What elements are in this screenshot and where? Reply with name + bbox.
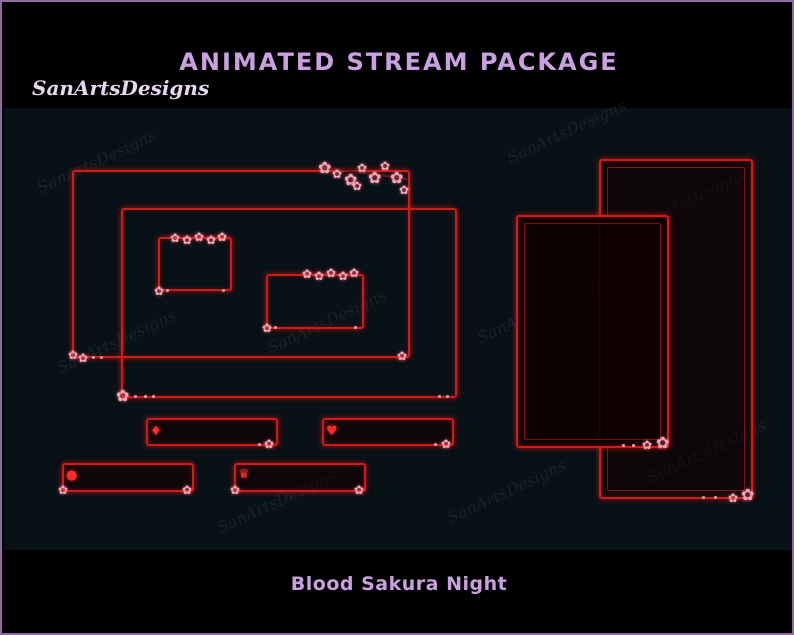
petal-dot (222, 289, 225, 292)
crown-icon: ♛ (238, 467, 250, 482)
alert-bar-4 (234, 463, 366, 492)
petal-dot (134, 395, 137, 398)
petal-dot (438, 395, 441, 398)
sakura-flower-icon: ✿ (68, 348, 79, 362)
sakura-flower-icon: ✿ (116, 386, 130, 405)
footer-band (4, 550, 792, 633)
petal-dot (702, 496, 705, 499)
sakura-flower-icon: ✿ (642, 438, 653, 452)
sakura-flower-icon: ✿ (332, 167, 343, 181)
petal-dot (632, 444, 635, 447)
webcam-frame-small (158, 237, 232, 291)
starting-screen-frame (72, 170, 410, 358)
sakura-flower-icon: ✿ (78, 351, 89, 365)
sakura-flower-icon: ✿ (728, 491, 739, 505)
petal-dot (100, 356, 103, 359)
sakura-flower-icon: ✿ (206, 233, 217, 247)
petal-dot (622, 444, 625, 447)
diamond-icon: ♦ (150, 424, 162, 439)
package-title: ANIMATED STREAM PACKAGE (179, 48, 619, 76)
webcam-frame-medium (266, 274, 364, 329)
petal-dot (144, 395, 147, 398)
circle-icon: ● (66, 468, 78, 483)
sakura-flower-icon: ✿ (390, 168, 404, 187)
alert-bar-1 (146, 418, 278, 446)
main-screen-frame (121, 208, 457, 398)
sakura-flower-icon: ✿ (338, 269, 349, 283)
sakura-flower-icon: ✿ (741, 485, 755, 504)
sakura-flower-icon: ✿ (399, 183, 410, 197)
sakura-flower-icon: ✿ (380, 159, 391, 173)
heart-icon: ♥ (326, 424, 338, 439)
petal-dot (446, 395, 449, 398)
sakura-flower-icon: ✿ (182, 233, 193, 247)
sakura-flower-icon: ✿ (230, 483, 241, 497)
sakura-flower-icon: ✿ (344, 170, 358, 189)
sakura-flower-icon: ✿ (170, 231, 181, 245)
petal-dot (714, 496, 717, 499)
sakura-flower-icon: ✿ (441, 437, 452, 451)
petal-dot (274, 326, 277, 329)
sakura-flower-icon: ✿ (217, 230, 228, 244)
sakura-flower-icon: ✿ (397, 349, 408, 363)
sakura-flower-icon: ✿ (352, 179, 363, 193)
petal-dot (354, 326, 357, 329)
sakura-flower-icon: ✿ (302, 267, 313, 281)
sakura-flower-icon: ✿ (58, 483, 69, 497)
petal-dot (92, 356, 95, 359)
sakura-flower-icon: ✿ (154, 284, 165, 298)
brand-logo: SanArtsDesigns (32, 76, 210, 100)
sakura-flower-icon: ✿ (264, 437, 275, 451)
alert-bar-2 (322, 418, 454, 446)
sakura-flower-icon: ✿ (182, 483, 193, 497)
sakura-flower-icon: ✿ (349, 266, 360, 280)
sakura-flower-icon: ✿ (194, 230, 205, 244)
petal-dot (152, 395, 155, 398)
alert-bar-3 (62, 463, 194, 492)
petal-dot (166, 289, 169, 292)
sakura-flower-icon: ✿ (314, 269, 325, 283)
sakura-flower-icon: ✿ (262, 321, 273, 335)
sakura-flower-icon: ✿ (326, 266, 337, 280)
vertical-frame-front (516, 215, 669, 448)
petal-dot (434, 443, 437, 446)
sakura-flower-icon: ✿ (354, 483, 365, 497)
header-band (4, 4, 792, 108)
sakura-flower-icon: ✿ (656, 433, 670, 452)
petal-dot (258, 443, 261, 446)
sakura-flower-icon: ✿ (368, 168, 382, 187)
sakura-flower-icon: ✿ (357, 161, 368, 175)
package-subtitle: Blood Sakura Night (290, 573, 508, 595)
vertical-frame-inner (524, 223, 661, 440)
sakura-flower-icon: ✿ (318, 158, 332, 177)
